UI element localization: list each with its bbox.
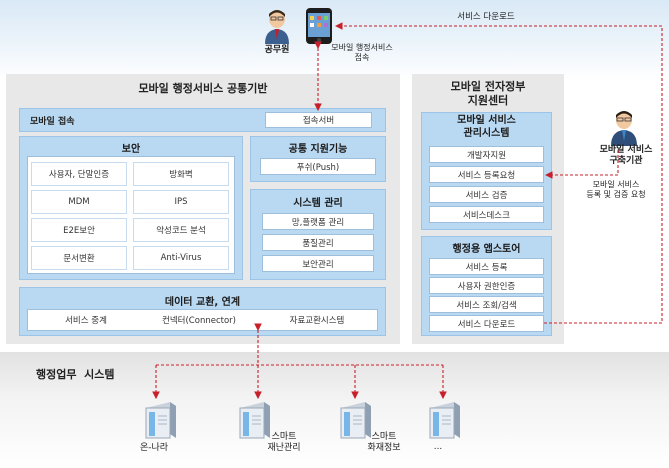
official-person-icon — [262, 8, 292, 44]
app-store-item: 서비스 조회/검색 — [429, 296, 544, 313]
server-label: 스마트 재난관리 — [267, 432, 301, 453]
service-mgmt-item: 서비스 등록요청 — [429, 166, 544, 183]
server-icon — [424, 400, 464, 442]
service-mgmt-item: 서비스데스크 — [429, 206, 544, 223]
app-store-item: 사용자 권한인증 — [429, 277, 544, 294]
data-exchange-title: 데이터 교환, 연계 — [164, 297, 241, 308]
builder-person-icon — [608, 108, 640, 146]
download-label: 서비스 다운로드 — [457, 12, 515, 22]
system-mgmt-item: 품질관리 — [262, 234, 374, 251]
security-item: 사용자, 단말인증 — [31, 162, 127, 186]
common-platform-title: 모바일 행정서비스 공통기반 — [138, 82, 268, 95]
server-label: ... — [433, 442, 443, 452]
access-server-box: 접속서버 — [265, 112, 372, 128]
data-exchange-item: 자료교환시스템 — [262, 312, 372, 328]
server-label: 온-나라 — [139, 443, 169, 453]
server-icon — [335, 400, 375, 442]
mobile-phone-icon — [305, 8, 333, 44]
admin-systems-title: 행정업무 시스템 — [36, 368, 115, 381]
security-item: 악성코드 분석 — [133, 218, 229, 242]
security-title: 보안 — [121, 144, 141, 155]
service-mgmt-title: 모바일 서비스 관리시스템 — [457, 115, 516, 139]
security-item: Anti-Virus — [133, 246, 229, 270]
phone-access-note: 모바일 행정서비스 접속 — [331, 43, 393, 62]
register-request-arrow — [544, 150, 619, 179]
security-item: E2E보안 — [31, 218, 127, 242]
system-mgmt-title: 시스템 관리 — [293, 198, 343, 209]
data-exchange-item: 서비스 중계 — [31, 312, 141, 328]
official-label: 공무원 — [264, 45, 290, 55]
server-label: 스마트 화재정보 — [367, 432, 401, 453]
system-mgmt-item: 망,플랫폼 관리 — [262, 213, 374, 230]
egov-center-title: 모바일 전자정부 지원센터 — [450, 80, 526, 107]
server-icon — [140, 400, 180, 442]
builder-label: 모바일 서비스 구축기관 — [599, 145, 653, 166]
service-mgmt-item: 서비스 검증 — [429, 186, 544, 203]
server-icon — [234, 400, 274, 442]
service-mgmt-item: 개발자지원 — [429, 146, 544, 163]
mobile-access-label: 모바일 접속 — [30, 117, 75, 127]
data-exchange-item: 컨넥터(Connector) — [144, 312, 254, 328]
security-item: MDM — [31, 190, 127, 214]
push-item: 푸쉬(Push) — [260, 158, 376, 175]
security-item: 문서변환 — [31, 246, 127, 270]
app-store-item: 서비스 다운로드 — [429, 315, 544, 332]
common-support-title: 공통 지원기능 — [288, 144, 348, 155]
security-item: IPS — [133, 190, 229, 214]
builder-request-note: 모바일 서비스 등록 및 검증 요청 — [586, 180, 646, 199]
background-sky — [0, 0, 669, 80]
security-item: 방화벽 — [133, 162, 229, 186]
app-store-item: 서비스 등록 — [429, 258, 544, 275]
admin-systems-band — [0, 352, 669, 468]
system-mgmt-item: 보안관리 — [262, 255, 374, 272]
app-store-title: 행정용 앱스토어 — [452, 244, 521, 255]
download-arrow — [334, 22, 663, 324]
